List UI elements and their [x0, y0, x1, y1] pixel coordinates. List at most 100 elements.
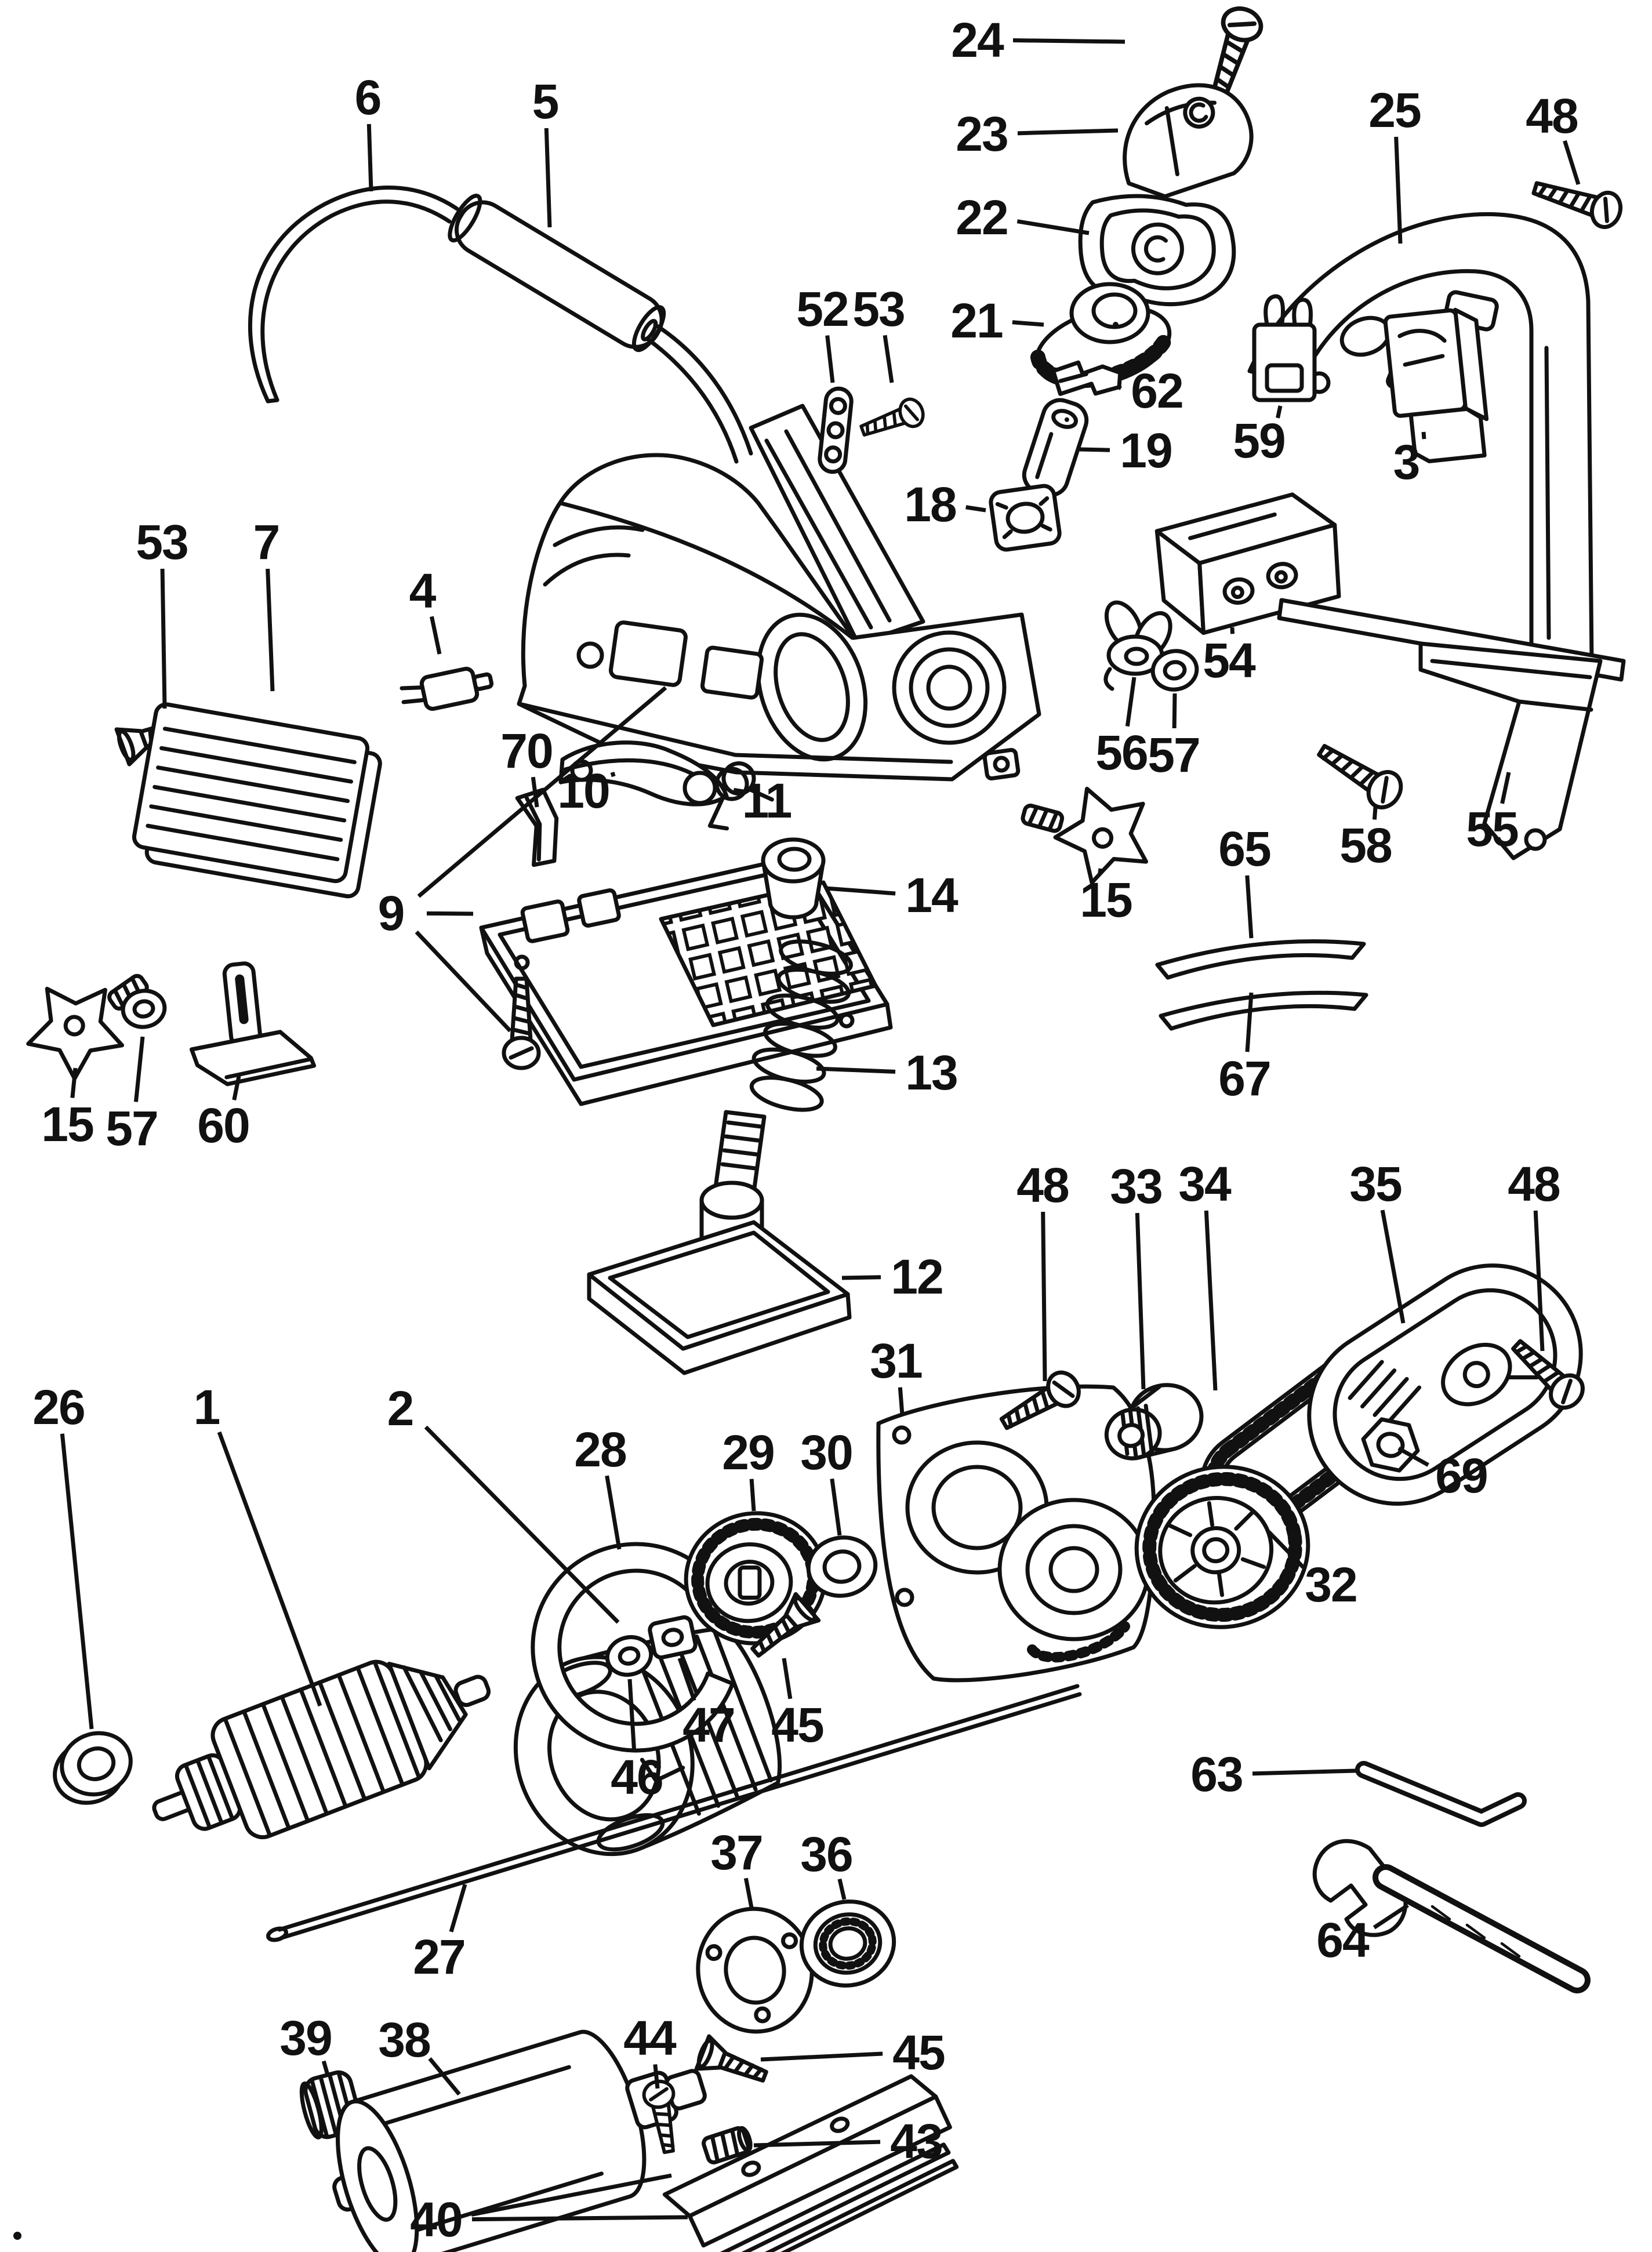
leader-line-5: [544, 128, 552, 228]
leader-line-46: [627, 1679, 637, 1751]
leader-line-28: [605, 1475, 622, 1550]
leader-line-52: [825, 335, 835, 383]
part-label-32: 32: [1267, 1530, 1358, 1612]
leader-line-2: [424, 1425, 620, 1624]
part-label-29: 29: [722, 1425, 775, 1512]
leader-line-53: [160, 568, 167, 709]
part-label-1: 1: [194, 1380, 322, 1707]
part-10-lever-drawing: [558, 740, 729, 807]
leader-line-31: [898, 1387, 905, 1415]
leader-line-4: [430, 616, 442, 655]
part-number-64: 64: [1316, 1913, 1370, 1967]
part-48-screw-drawing: [1531, 181, 1623, 230]
leader-line-69: [1397, 1446, 1429, 1467]
part-15-star-knob-drawing: [26, 974, 149, 1081]
part-number-13: 13: [905, 1045, 957, 1100]
leader-line-35: [1380, 1209, 1406, 1324]
part-label-13: 13: [816, 1045, 958, 1100]
part-label-33: 33: [1110, 1159, 1163, 1390]
leader-line-38: [428, 2057, 461, 2096]
part-23-cover-drawing: [1123, 83, 1254, 199]
part-number-15: 15: [1080, 873, 1132, 927]
part-label-45: 45: [760, 2025, 946, 2080]
leader-line-34: [1204, 1210, 1218, 1391]
part-number-55: 55: [1466, 802, 1518, 856]
part-label-23: 23: [956, 107, 1119, 161]
part-5-cord-guard-drawing: [448, 194, 753, 464]
part-number-58: 58: [1339, 818, 1392, 873]
part-number-27: 27: [413, 1930, 464, 1984]
part-number-18: 18: [904, 477, 956, 532]
leader-line-12: [841, 1275, 881, 1280]
part-40-blade-assembly-drawing: [662, 2074, 959, 2252]
leader-line-64: [1373, 1904, 1409, 1930]
part-number-38: 38: [378, 2013, 430, 2067]
leader-line-10: [610, 771, 616, 778]
part-label-26: 26: [32, 1380, 94, 1730]
leader-line-21: [1012, 320, 1044, 327]
part-label-43: 43: [753, 2114, 943, 2169]
part-47-nut-drawing: [648, 1615, 698, 1660]
part-number-65: 65: [1218, 822, 1270, 876]
leader-line-53: [883, 335, 894, 383]
part-number-26: 26: [32, 1380, 84, 1434]
part-number-40: 40: [410, 2192, 462, 2247]
leader-line-9: [415, 930, 512, 1033]
leader-line-15: [1098, 868, 1103, 874]
leader-line-15: [70, 1067, 78, 1098]
part-65-blade-drawing: [1155, 939, 1366, 980]
part-53-screw-drawing: [859, 397, 925, 437]
part-label-12: 12: [841, 1250, 944, 1304]
part-label-15: 15: [41, 1067, 95, 1152]
part-11-spring-drawing: [707, 761, 774, 831]
part-number-62: 62: [1131, 364, 1182, 418]
part-number-34: 34: [1178, 1157, 1232, 1211]
part-48-screw-drawing: [1511, 1339, 1585, 1410]
part-number-31: 31: [870, 1334, 922, 1388]
part-label-69: 69: [1397, 1446, 1488, 1503]
part-number-67: 67: [1218, 1051, 1270, 1106]
leader-line-1: [217, 1431, 322, 1707]
part-9-base-plate-drawing: [479, 855, 893, 1106]
part-number-32: 32: [1305, 1557, 1356, 1612]
part-12-shoe-drawing: [587, 1110, 852, 1375]
part-63-gauge-tool-drawing: [1355, 1761, 1527, 1827]
part-number-44: 44: [623, 2011, 677, 2065]
leader-line-40: [471, 2173, 672, 2217]
part-64-wrench-drawing: [1312, 1839, 1591, 1993]
part-45-screw-drawing: [694, 2034, 768, 2083]
leader-line-18: [965, 505, 986, 513]
part-label-14: 14: [825, 868, 960, 922]
part-label-46: 46: [611, 1679, 664, 1804]
leader-line-11: [733, 787, 747, 794]
part-number-48: 48: [1526, 89, 1578, 143]
part-label-55: 55: [1466, 772, 1519, 856]
leader-line-26: [60, 1433, 94, 1730]
part-number-7: 7: [253, 515, 279, 569]
part-label-9: 9: [378, 686, 667, 1033]
part-label-57: 57: [1148, 693, 1201, 782]
part-label-40: 40: [410, 2173, 688, 2247]
part-label-22: 22: [956, 190, 1090, 245]
part-label-2: 2: [387, 1381, 620, 1624]
part-label-27: 27: [413, 1884, 467, 1984]
part-56-wing-nut-drawing: [1103, 600, 1172, 691]
part-number-53: 53: [852, 282, 904, 336]
part-44-screw-drawing: [642, 2079, 676, 2155]
part-9-screw-drawing: [502, 976, 541, 1070]
part-36-bearing-drawing: [799, 1899, 896, 1988]
part-number-60: 60: [197, 1098, 249, 1153]
leader-line-57: [1172, 693, 1177, 729]
leader-line-23: [1017, 128, 1119, 136]
part-3-switch-drawing: [1383, 307, 1489, 463]
leader-line-9: [426, 911, 474, 916]
part-number-70: 70: [500, 724, 552, 778]
leader-line-60: [232, 1076, 241, 1100]
part-number-39: 39: [279, 2011, 331, 2065]
part-number-37: 37: [710, 1825, 762, 1880]
part-number-28: 28: [574, 1422, 626, 1477]
leader-line-27: [449, 1884, 467, 1933]
part-label-37: 37: [710, 1825, 764, 1908]
leader-line-43: [753, 2140, 881, 2148]
part-number-35: 35: [1349, 1157, 1402, 1211]
